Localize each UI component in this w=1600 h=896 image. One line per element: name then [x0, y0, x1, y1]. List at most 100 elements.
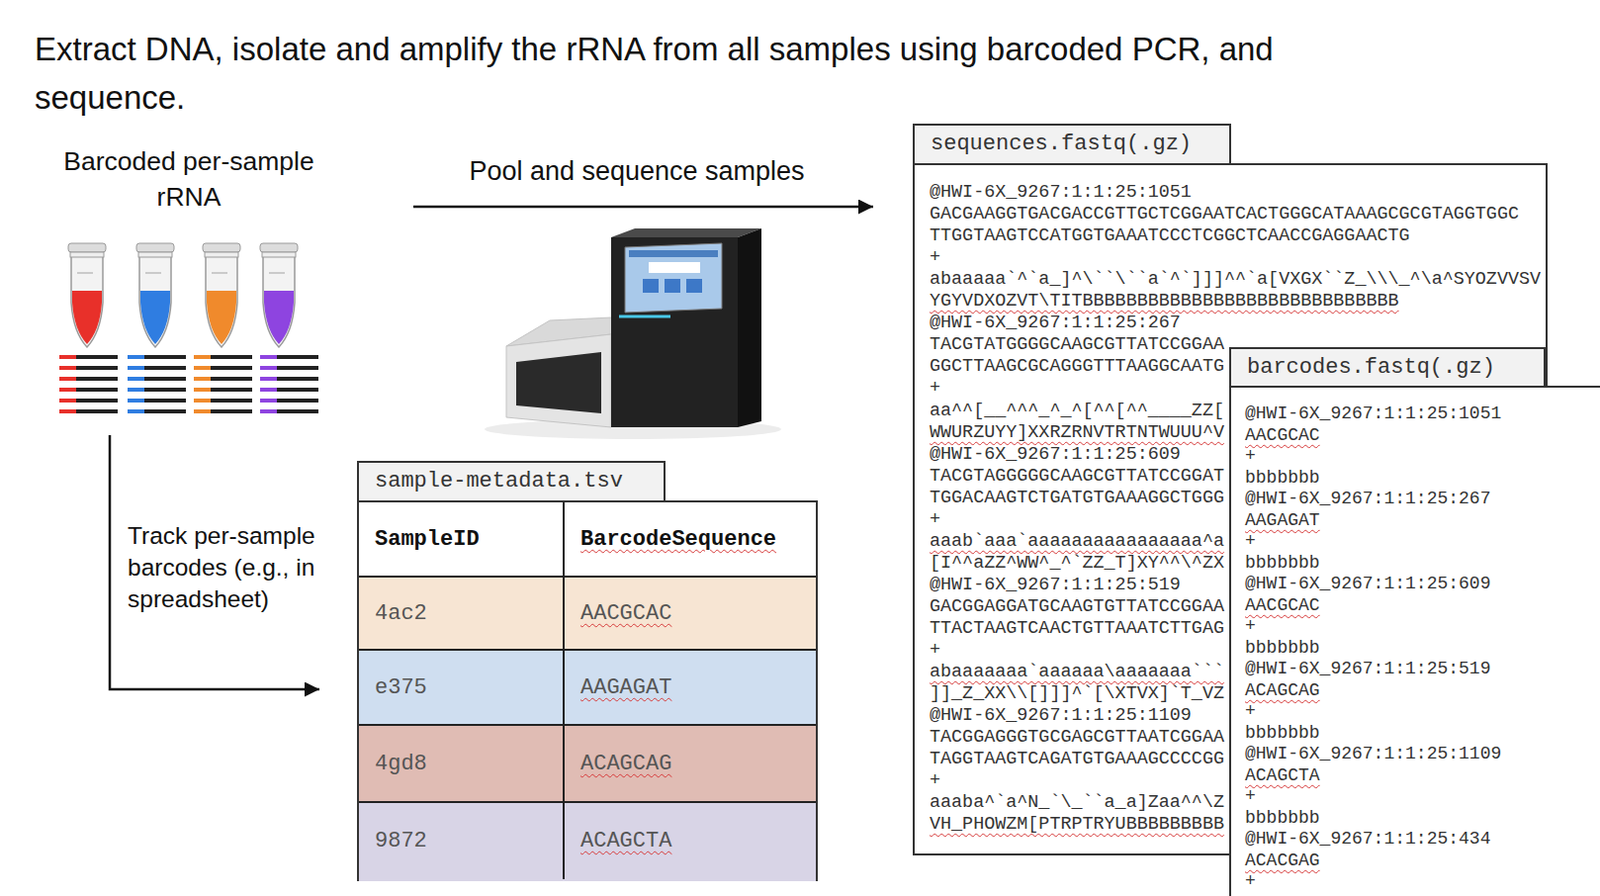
fastq-line: + [929, 509, 941, 532]
fastq-line: aaaba^`a^N_`\_``a_a]Zaa^^\Z [929, 792, 1225, 814]
fastq-line: bbbbbbb [1244, 466, 1321, 489]
file-name: sample-metadata.tsv [374, 462, 664, 501]
table-cell: 4gd8 [374, 750, 428, 779]
tube-rim [262, 252, 296, 258]
tube-mark [268, 271, 285, 274]
fastq-line: VH_PHOWZM[PTRPTRYUBBBBBBBBB [929, 813, 1225, 836]
barcode-segment [59, 356, 77, 412]
fastq-line: aaab`aaa`aaaaaaaaaaaaaaaa^a [929, 531, 1225, 553]
fastq-line: AACGCAC [1244, 594, 1321, 617]
tube [202, 243, 241, 348]
fastq-line: @HWI-6X_9267:1:1:25:267 [929, 312, 1181, 335]
screen-dialog [648, 262, 701, 273]
fastq-line: @HWI-6X_9267:1:1:25:1109 [1244, 742, 1502, 765]
sample-tubes-group: Barcoded per-sample rRNA [45, 143, 414, 436]
tube [68, 243, 106, 348]
fastq-line: + [1244, 700, 1256, 722]
tube-liquid [72, 290, 102, 345]
table-cell: AAGAGAT [580, 674, 672, 703]
fastq-line: bbbbbbb [1244, 806, 1321, 829]
group-heading: Barcoded per-sample rRNA [45, 143, 333, 215]
barcode-strands [193, 356, 253, 412]
column-header: SampleID [374, 526, 480, 554]
table-cell: 4ac2 [374, 600, 428, 628]
fastq-line: + [929, 247, 941, 269]
table-cell: ACAGCAG [580, 750, 672, 779]
screen-bar [628, 250, 718, 258]
column-header: BarcodeSequence [580, 526, 777, 554]
tube [136, 243, 175, 348]
barcode-segment [260, 356, 277, 412]
tube-cap [260, 243, 298, 253]
flow-arrow [413, 205, 874, 209]
tube-liquid [140, 290, 171, 345]
sequencer-module-front [506, 334, 612, 428]
file-tab: sample-metadata.tsv [356, 460, 666, 503]
fastq-line: bbbbbbb [1244, 551, 1321, 574]
fastq-line: @HWI-6X_9267:1:1:25:609 [1244, 572, 1491, 595]
metadata-table: sample-metadata.tsvSampleID BarcodeSequen… [356, 460, 818, 882]
fastq-line: + [1244, 444, 1256, 467]
fastq-line: aa^^[__^^^_^_^[^^[^^____ZZ[ [929, 400, 1225, 423]
table-cell: 9872 [374, 827, 428, 856]
fastq-line: bbbbbbb [1244, 636, 1321, 659]
barcode-strands [260, 356, 319, 412]
fastq-line: @HWI-6X_9267:1:1:25:519 [1244, 657, 1491, 680]
heading-block: Barcoded per-sample rRNA [45, 143, 333, 215]
tube-body [205, 255, 238, 348]
tube-cap [202, 243, 241, 253]
file-name: sequences.fastq(.gz) [930, 125, 1230, 164]
column-divider [562, 502, 565, 880]
fastq-line: abaaaaaaa`aaaaaa\aaaaaaa``` [929, 661, 1225, 684]
diagram-title: Extract DNA, isolate and amplify the rRN… [34, 24, 1286, 122]
fastq-line: + [929, 377, 941, 400]
fastq-line: @HWI-6X_9267:1:1:25:434 [1244, 827, 1491, 850]
screen-button [642, 278, 659, 293]
fastq-line: ACACGAG [1244, 849, 1321, 872]
barcode-strands [127, 356, 186, 412]
tube-cap [136, 243, 175, 253]
sequencer-screen [624, 243, 722, 313]
tube-body [71, 255, 103, 348]
fastq-line: [I^^aZZ^WW^_^`ZZ_T]XY^^\^ZX [929, 552, 1225, 575]
fastq-line: GACGAAGGTGACGACCGTTGCTCGGAATCACTGGGCATAA… [929, 203, 1519, 226]
fastq-line: + [1244, 870, 1256, 892]
tube-liquid [206, 290, 237, 345]
file-tab: sequences.fastq(.gz) [912, 123, 1232, 166]
barcode-strands [59, 356, 118, 412]
edge-label: Pool and sequence samples [439, 153, 835, 189]
fastq-line: TGGACAAGTCTGATGTGAAAGGCTGGG [929, 487, 1225, 510]
fastq-line: ACAGCAG [1244, 679, 1321, 702]
table-cell: ACAGCTA [580, 827, 672, 856]
sequencer-top [611, 228, 762, 238]
fastq-line: TAGGTAAGTCAGATGTGAAAGCCCCGG [929, 748, 1225, 771]
tube-liquid [264, 290, 294, 345]
fastq-line: WWURZUYY]XXRZRNVTRTNTWUUU^V [929, 422, 1225, 445]
fastq-line: AACGCAC [1244, 424, 1321, 446]
fastq-line: @HWI-6X_9267:1:1:25:1051 [929, 181, 1192, 204]
fastq-line: + [929, 770, 941, 793]
table-cell: e375 [374, 674, 428, 703]
tube-body [139, 255, 172, 348]
tube-mark [211, 271, 228, 274]
fastq-line: GACGGAGGATGCAAGTGTTATCCGGAA [929, 596, 1225, 619]
tube [260, 243, 298, 348]
sequencer-slot [516, 352, 602, 414]
status-light [619, 315, 671, 319]
sequencer-illustration [484, 228, 782, 440]
fastq-line: AAGAGAT [1244, 509, 1321, 532]
fastq-line: ]]_Z_XX\\[]]]^`[\XTVX]`T_VZ [929, 683, 1225, 706]
fastq-line: + [1244, 785, 1256, 807]
tube-rim [204, 252, 239, 258]
fastq-line: @HWI-6X_9267:1:1:25:519 [929, 574, 1181, 597]
tube-body [263, 255, 295, 348]
fastq-line: TTACTAAGTCAACTGTTAAATCTTGAG [929, 618, 1225, 640]
dna-segment [144, 356, 186, 412]
fastq-line: TACGTATGGGGCAAGCGTTATCCGGAA [929, 334, 1225, 356]
dna-segment [276, 356, 319, 412]
tube-rim [70, 252, 104, 258]
fastq-line: @HWI-6X_9267:1:1:25:267 [1244, 487, 1491, 510]
fastq-line: abaaaaa`^`a_]^\``\``a`^`]]]^^`a[VXGX``Z_… [929, 268, 1541, 291]
